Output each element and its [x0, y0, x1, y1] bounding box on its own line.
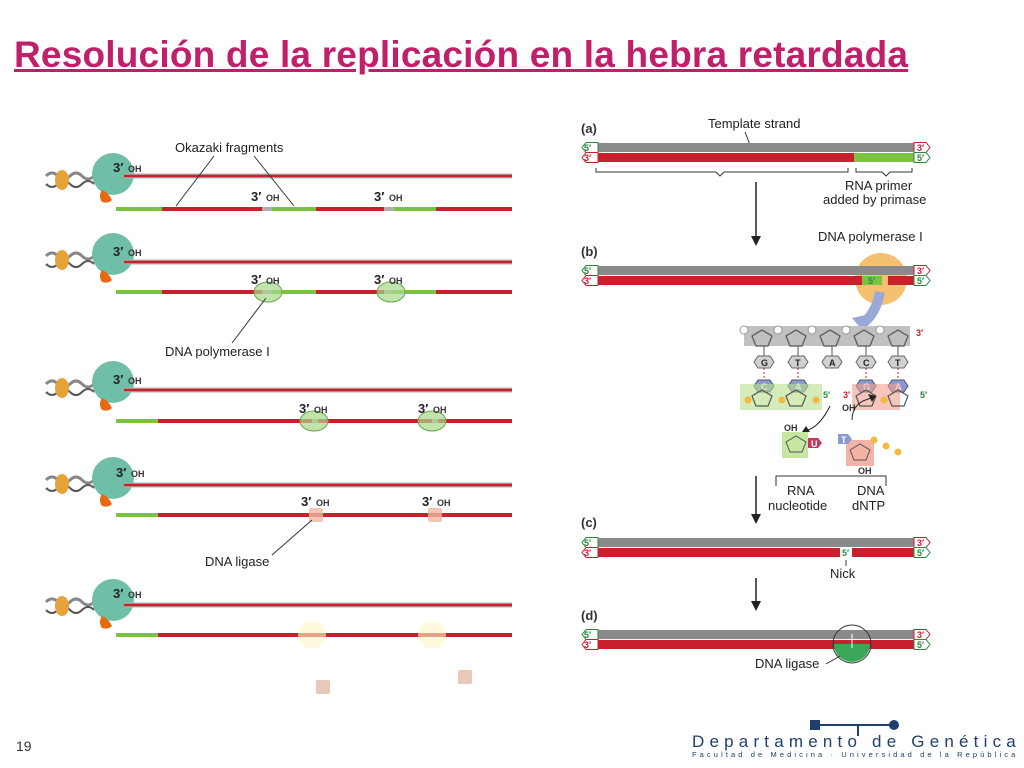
step-d-label: (d) — [581, 608, 598, 623]
svg-text:3′: 3′ — [584, 153, 591, 163]
slide-title: Resolución de la replicación en la hebra… — [14, 34, 909, 75]
row-complete — [44, 577, 512, 694]
label-3prime: 3′ — [374, 272, 384, 287]
svg-text:U: U — [811, 439, 818, 449]
svg-text:3′: 3′ — [890, 276, 897, 286]
row-okazaki-fragments — [44, 151, 512, 211]
label-oh: OH — [266, 276, 280, 286]
department-logo-mark — [810, 720, 899, 736]
molecular-detail: 3′ G T A C T C A G A — [739, 325, 927, 513]
faculty-name: Facultad de Medicina · Universidad de la… — [692, 750, 1019, 759]
svg-text:3′: 3′ — [917, 630, 924, 640]
label-3prime: 3′ — [113, 586, 123, 601]
step-b: (b) DNA polymerase I 5′ 3′ 3′ 5′ 5′ 3′ — [581, 229, 931, 330]
label-oh: OH — [437, 498, 451, 508]
department-name: Departamento de Genética — [692, 732, 1021, 751]
svg-text:5′: 5′ — [584, 143, 591, 153]
dna-ligase-right-label: DNA ligase — [755, 656, 819, 671]
dna-label: DNA — [857, 483, 885, 498]
label-oh: OH — [389, 193, 403, 203]
svg-text:3′: 3′ — [843, 390, 850, 400]
dntp-label: dNTP — [852, 498, 885, 513]
rna-primer-label: RNA primer — [845, 178, 913, 193]
svg-text:3′: 3′ — [917, 143, 924, 153]
svg-text:C: C — [863, 358, 870, 368]
label-3prime: 3′ — [251, 272, 261, 287]
svg-text:OH: OH — [784, 423, 798, 433]
svg-text:3′: 3′ — [856, 548, 863, 558]
svg-text:5′: 5′ — [584, 266, 591, 276]
svg-text:5′: 5′ — [842, 548, 849, 558]
step-b-label: (b) — [581, 244, 598, 259]
svg-text:5′: 5′ — [917, 640, 924, 650]
svg-text:T: T — [795, 358, 801, 368]
row-primer-replacement — [44, 359, 512, 432]
label-3prime: 3′ — [113, 160, 123, 175]
label-oh: OH — [433, 405, 447, 415]
svg-text:3′: 3′ — [584, 276, 591, 286]
added-by-primase-label: added by primase — [823, 192, 926, 207]
nucleotide-label: nucleotide — [768, 498, 827, 513]
label-3prime: 3′ — [374, 189, 384, 204]
svg-text:OH: OH — [842, 403, 856, 413]
step-c-label: (c) — [581, 515, 597, 530]
svg-text:5′: 5′ — [584, 630, 591, 640]
svg-text:5′: 5′ — [917, 153, 924, 163]
svg-text:5′: 5′ — [917, 276, 924, 286]
label-oh: OH — [314, 405, 328, 415]
row-ligase — [44, 455, 512, 522]
svg-text:5′: 5′ — [917, 548, 924, 558]
label-3prime: 3′ — [113, 372, 123, 387]
label-oh: OH — [128, 164, 142, 174]
label-3prime: 3′ — [116, 465, 126, 480]
svg-text:T: T — [895, 358, 901, 368]
dna-ligase-label: DNA ligase — [205, 554, 269, 569]
dna-polymerase-i-label: DNA polymerase I — [818, 229, 923, 244]
label-oh: OH — [266, 193, 280, 203]
template-strand-label: Template strand — [708, 116, 801, 131]
step-d: (d) 5′ 3′ 3′ 5′ DNA ligase — [581, 608, 931, 671]
label-oh: OH — [128, 590, 142, 600]
okazaki-fragments-label: Okazaki fragments — [175, 140, 284, 155]
dna-polymerase-label: DNA polymerase I — [165, 344, 270, 359]
rna-label: RNA — [787, 483, 815, 498]
label-oh: OH — [128, 248, 142, 258]
left-3oh-labels: 3′ OH 3′ OH 3′ OH 3′ OH 3′ OH 3′ OH 3′ O… — [113, 160, 451, 601]
svg-text:5′: 5′ — [920, 390, 927, 400]
svg-text:T: T — [841, 435, 847, 445]
label-oh: OH — [128, 376, 142, 386]
svg-text:A: A — [829, 358, 836, 368]
svg-text:5′: 5′ — [868, 276, 875, 286]
nick-label: Nick — [830, 566, 856, 581]
svg-text:5′: 5′ — [584, 538, 591, 548]
step-a-label: (a) — [581, 121, 597, 136]
row-polymerase-i — [44, 231, 512, 303]
label-oh: OH — [131, 469, 145, 479]
label-3prime: 3′ — [299, 401, 309, 416]
step-c: (c) 5′ 3′ 3′ 5′ 5′ 3′ Nick — [581, 515, 931, 581]
svg-text:5′: 5′ — [823, 390, 830, 400]
svg-text:3′: 3′ — [917, 538, 924, 548]
svg-text:3′: 3′ — [584, 548, 591, 558]
svg-text:3′: 3′ — [584, 640, 591, 650]
label-3prime: 3′ — [301, 494, 311, 509]
svg-text:G: G — [761, 358, 768, 368]
label-3prime: 3′ — [251, 189, 261, 204]
label-3prime: 3′ — [113, 244, 123, 259]
label-3prime: 3′ — [422, 494, 432, 509]
svg-text:3′: 3′ — [917, 266, 924, 276]
svg-text:OH: OH — [858, 466, 872, 476]
label-oh: OH — [389, 276, 403, 286]
label-oh: OH — [316, 498, 330, 508]
slide-number: 19 — [16, 738, 32, 754]
step-a: (a) Template strand 5′ 3′ 3′ 5′ RNA prim… — [581, 116, 931, 207]
svg-text:3′: 3′ — [916, 328, 923, 338]
label-3prime: 3′ — [418, 401, 428, 416]
